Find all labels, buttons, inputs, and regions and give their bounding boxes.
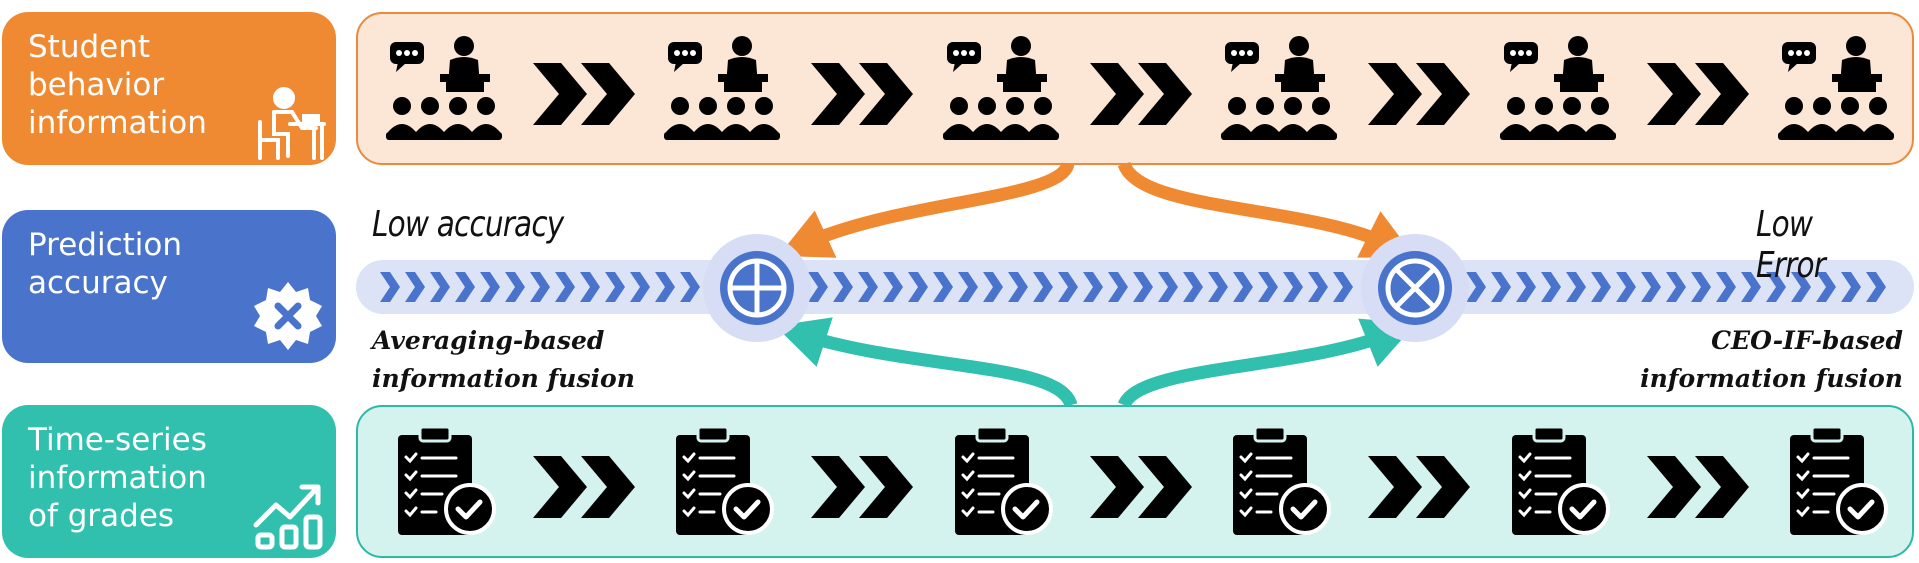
pipeline-chevron: [858, 272, 878, 302]
pipeline-chevron: [1841, 272, 1861, 302]
pipeline-chevron: [605, 272, 625, 302]
grades-time-series-label-box: Time-series information of grades: [2, 405, 336, 558]
pipeline-chevron: [1466, 272, 1486, 302]
pipeline-chevron: [1283, 272, 1303, 302]
pipeline-chevron: [983, 272, 1003, 302]
pipeline-chevron: [1516, 272, 1536, 302]
pipeline-chevron: [480, 272, 500, 302]
grades-double-chevron-icon: [1645, 452, 1755, 522]
classroom-lecture-icon: [384, 32, 504, 147]
pipeline-chevron: [1183, 272, 1203, 302]
pipeline-chevron: [555, 272, 575, 302]
prediction-accuracy-label-box: Prediction accuracy: [2, 210, 336, 363]
pipeline-chevron: [1691, 272, 1711, 302]
behavior-to-ceo-arrow: [1117, 161, 1416, 258]
low-accuracy-heading: Low accuracy: [372, 204, 564, 245]
pipeline-chevron: [1083, 272, 1103, 302]
pipeline-chevron: [833, 272, 853, 302]
grades-double-chevron-icon: [809, 452, 919, 522]
pipeline-chevron: [1666, 272, 1686, 302]
pipeline-chevron: [530, 272, 550, 302]
pipeline-chevron: [1158, 272, 1178, 302]
pipeline-chevron: [1208, 272, 1228, 302]
behavior-double-chevron-icon: [531, 59, 641, 129]
pipeline-chevron: [1058, 272, 1078, 302]
pipeline-chevron: [1591, 272, 1611, 302]
pipeline-chevron: [1716, 272, 1736, 302]
averaging-fusion-node: [703, 234, 811, 342]
averaging-fusion-caption: Averaging-based information fusion: [372, 326, 635, 393]
pipeline-chevron: [1791, 272, 1811, 302]
error-badge-icon: [254, 282, 322, 350]
pipeline-chevron: [933, 272, 953, 302]
classroom-lecture-icon: [1776, 32, 1896, 147]
pipeline-chevron: [1133, 272, 1153, 302]
student-desk-icon: [258, 87, 326, 160]
pipeline-chevron: [1741, 272, 1761, 302]
classroom-lecture-icon: [662, 32, 782, 147]
clipboard-checklist-icon: [941, 425, 1061, 540]
pipeline-chevron: [1491, 272, 1511, 302]
grades-double-chevron-icon: [1366, 452, 1476, 522]
clipboard-checklist-icon: [1776, 425, 1896, 540]
clipboard-checklist-icon: [1498, 425, 1618, 540]
pipeline-chevron: [455, 272, 475, 302]
student-behavior-label: Student behavior information: [28, 29, 207, 141]
behavior-double-chevron-icon: [1645, 59, 1755, 129]
grades-to-ceo-arrow: [1117, 318, 1417, 409]
pipeline-chevron: [1333, 272, 1353, 302]
pipeline-chevron: [655, 272, 675, 302]
behavior-double-chevron-icon: [1088, 59, 1198, 129]
pipeline-chevron: [405, 272, 425, 302]
student-behavior-label-box: Student behavior information: [2, 12, 336, 165]
pipeline-chevron: [1816, 272, 1836, 302]
pipeline-chevrons: [380, 272, 1886, 302]
classroom-lecture-icon: [1219, 32, 1339, 147]
clipboard-checklist-icon: [384, 425, 504, 540]
pipeline-chevron: [1108, 272, 1128, 302]
ceo-if-fusion-caption: CEO-IF-based information fusion: [1640, 326, 1903, 393]
behavior-double-chevron-icon: [809, 59, 919, 129]
pipeline-chevron: [808, 272, 828, 302]
grades-time-series-label: Time-series information of grades: [28, 422, 207, 534]
pipeline-chevron: [1033, 272, 1053, 302]
pipeline-chevron: [1616, 272, 1636, 302]
classroom-lecture-icon: [941, 32, 1061, 147]
pipeline-chevron: [958, 272, 978, 302]
behavior-double-chevron-icon: [1366, 59, 1476, 129]
pipeline-chevron: [908, 272, 928, 302]
ceo-if-fusion-node: [1361, 234, 1469, 342]
clipboard-checklist-icon: [1219, 425, 1339, 540]
grades-double-chevron-icon: [1088, 452, 1198, 522]
pipeline-chevron: [380, 272, 400, 302]
pipeline-chevron: [1008, 272, 1028, 302]
clipboard-checklist-icon: [662, 425, 782, 540]
pipeline-chevron: [1566, 272, 1586, 302]
grades-to-averaging-arrow: [775, 317, 1078, 408]
pipeline-chevron: [680, 272, 700, 302]
pipeline-chevron: [505, 272, 525, 302]
growth-chart-icon: [253, 484, 323, 550]
pipeline-chevron: [1866, 272, 1886, 302]
classroom-lecture-icon: [1498, 32, 1618, 147]
pipeline-chevron: [1641, 272, 1661, 302]
pipeline-chevron: [630, 272, 650, 302]
pipeline-chevron: [1766, 272, 1786, 302]
pipeline-chevron: [1233, 272, 1253, 302]
pipeline-chevron: [580, 272, 600, 302]
prediction-accuracy-label: Prediction accuracy: [28, 227, 183, 301]
pipeline-chevron: [430, 272, 450, 302]
pipeline-chevron: [1258, 272, 1278, 302]
pipeline-chevron: [1308, 272, 1328, 302]
behavior-to-averaging-arrow: [778, 161, 1075, 258]
pipeline-chevron: [1541, 272, 1561, 302]
low-error-heading: Low Error: [1756, 204, 1826, 286]
grades-double-chevron-icon: [531, 452, 641, 522]
pipeline-chevron: [883, 272, 903, 302]
